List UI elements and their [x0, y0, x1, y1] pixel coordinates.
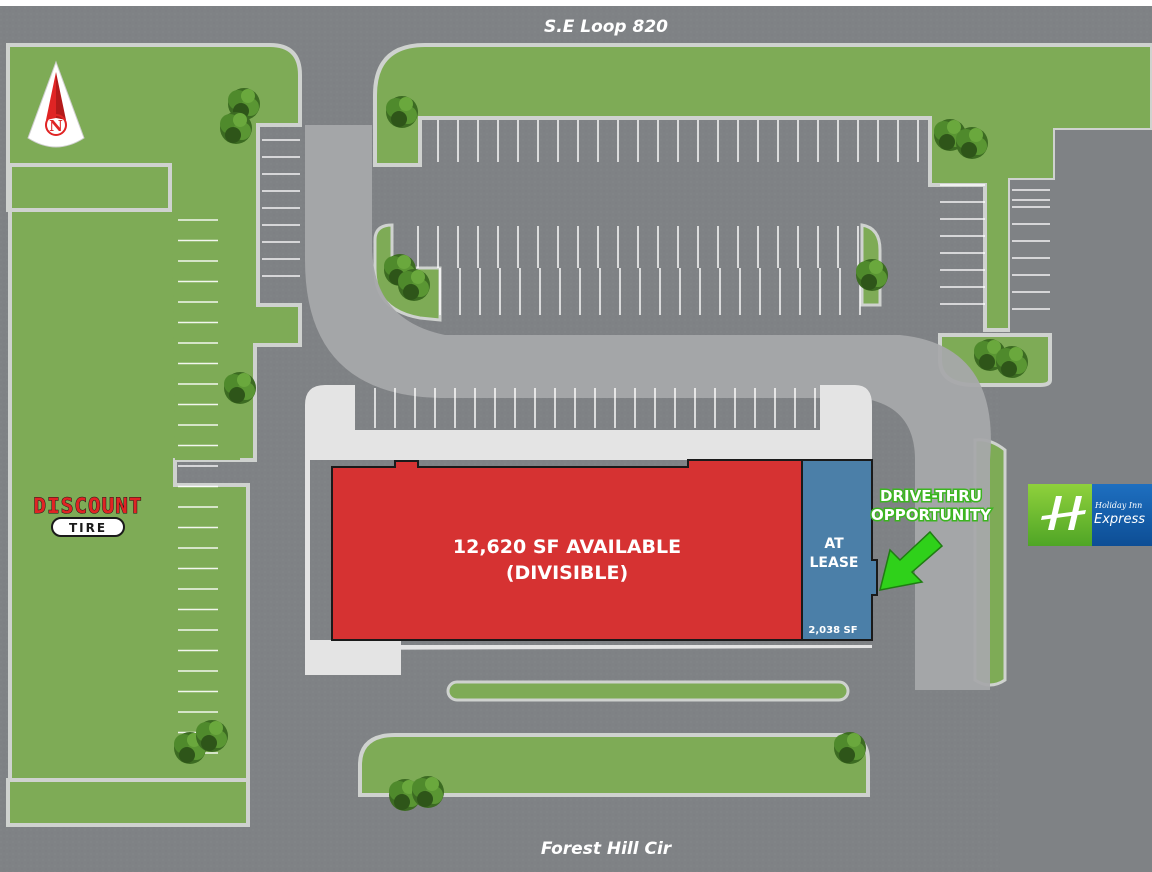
arrow-icon — [878, 530, 944, 591]
tree-icon — [398, 269, 430, 301]
road-label-south: Forest Hill Cir — [541, 839, 673, 859]
tree-icon — [834, 732, 866, 764]
grass-left-strip — [172, 165, 240, 460]
tree-icon — [996, 346, 1028, 378]
available-space-label-line1: 12,620 SF AVAILABLE — [453, 536, 681, 558]
at-lease-label-line1: AT — [824, 536, 844, 552]
parking-stripes — [178, 120, 1050, 754]
driveway-lane — [305, 125, 991, 690]
tree-icon — [220, 112, 252, 144]
discount-tire-word: DISCOUNT — [33, 494, 142, 518]
discount-tire-sub: TIRE — [69, 521, 107, 535]
tree-icon — [412, 776, 444, 808]
tree-icon — [956, 127, 988, 159]
tree-icon — [224, 372, 256, 404]
holiday-inn-top: Holiday Inn — [1094, 501, 1142, 510]
tree-icon — [386, 96, 418, 128]
north-arrow-icon: N — [27, 60, 85, 148]
available-space — [331, 459, 803, 641]
tree-icon — [856, 259, 888, 291]
grass-bottom-left — [6, 778, 250, 827]
at-lease-area: 2,038 SF — [808, 625, 857, 636]
grass-narrow-median — [446, 680, 850, 702]
drive-thru-label-line2: OPPORTUNITY — [871, 506, 992, 524]
discount-tire-logo: DISCOUNT TIRE — [33, 494, 142, 537]
drive-thru-label-line1: DRIVE-THRU — [880, 487, 982, 505]
at-lease-label-line2: LEASE — [810, 555, 859, 571]
road-label-north: S.E Loop 820 — [544, 17, 668, 37]
holiday-inn-h-icon — [1041, 496, 1086, 530]
sidewalk — [305, 385, 872, 650]
at-lease-space — [801, 459, 878, 641]
compass-letter: N — [49, 117, 63, 135]
available-space-label-line2: (DIVISIBLE) — [506, 562, 628, 584]
tree-icon — [196, 720, 228, 752]
holiday-inn-bottom: Express — [1094, 512, 1145, 527]
sidewalk-bottom — [305, 640, 401, 675]
frame-top — [0, 0, 1152, 6]
holiday-inn-logo: Holiday Inn Express — [1028, 484, 1152, 546]
grass-top-middle — [373, 43, 1152, 332]
landscaping-trees — [174, 88, 1028, 811]
